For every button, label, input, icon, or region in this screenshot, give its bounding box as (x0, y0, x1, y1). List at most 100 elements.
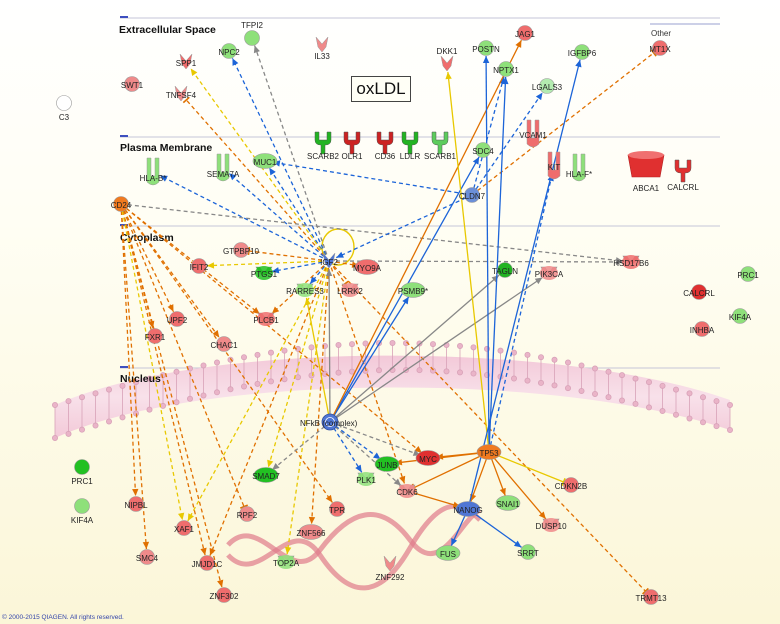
node-swt1[interactable]: SWT1 (121, 76, 144, 92)
node-igfbp6[interactable]: IGFBP6 (568, 44, 597, 60)
node-upf2[interactable]: UPF2 (167, 311, 188, 327)
node-shape (147, 328, 163, 344)
node-lgals3[interactable]: LGALS3 (532, 78, 563, 94)
node-sdc4[interactable]: SDC4 (472, 142, 494, 158)
edge-igf2-to-top2a (284, 267, 329, 555)
node-gtpbp10[interactable]: GTPBP10 (223, 242, 260, 258)
node-shape (376, 131, 394, 155)
node-sema7a[interactable]: SEMA7A (207, 153, 240, 182)
node-inhba[interactable]: INHBA (690, 321, 715, 337)
node-top2a[interactable]: TOP2A (273, 555, 300, 569)
node-calcrl-c[interactable]: CALCRL (683, 284, 715, 300)
arrowhead (308, 516, 316, 525)
node-postn[interactable]: POSTN (472, 40, 500, 56)
node-shape (298, 524, 324, 540)
node-nfkb[interactable]: NFkB (complex) (300, 413, 358, 431)
node-chac1[interactable]: CHAC1 (210, 336, 238, 352)
edge-igf2-to-trmt13 (333, 265, 649, 595)
node-nipbl[interactable]: NIPBL (124, 496, 148, 512)
node-fus[interactable]: FUS (435, 545, 461, 561)
node-prc1-c[interactable]: PRC1 (737, 266, 759, 282)
node-smad7[interactable]: SMAD7 (252, 467, 280, 483)
node-dkk1[interactable]: DKK1 (437, 47, 458, 72)
node-dusp10[interactable]: DUSP10 (535, 518, 567, 532)
node-shape-body (277, 555, 295, 569)
node-muc1[interactable]: MUC1 (252, 153, 278, 169)
node-srrt[interactable]: SRRT (517, 544, 539, 560)
node-znf292[interactable]: ZNF292 (376, 555, 405, 582)
node-tagln[interactable]: TAGLN (492, 262, 518, 278)
node-znf302[interactable]: ZNF302 (210, 587, 239, 603)
node-psmb9-star[interactable]: PSMB9* (398, 282, 428, 298)
node-shape (415, 450, 441, 466)
node-nanog[interactable]: NANOG (453, 501, 483, 517)
node-jag1[interactable]: JAG1 (515, 25, 536, 41)
node-ptgs1[interactable]: PTGS1 (251, 266, 278, 280)
node-lrrk2[interactable]: LRRK2 (337, 283, 363, 297)
node-hla-f-star[interactable]: HLA-F* (566, 153, 592, 182)
node-calcrl-m[interactable]: CALCRL (667, 159, 699, 192)
node-kit[interactable]: KIT (547, 151, 561, 180)
node-label: NANOG (453, 506, 482, 515)
node-tfpi2[interactable]: TFPI2 (241, 21, 263, 46)
node-npc2[interactable]: NPC2 (218, 43, 240, 59)
node-pik3ca[interactable]: PIK3CA (535, 266, 564, 280)
node-znf566[interactable]: ZNF566 (297, 524, 326, 540)
node-prc1-n[interactable]: PRC1 (71, 459, 93, 487)
node-scarb2[interactable]: SCARB2 (307, 131, 340, 161)
node-shape (495, 495, 521, 511)
node-spp1[interactable]: SPP1 (176, 53, 197, 70)
node-olr1[interactable]: OLR1 (342, 131, 363, 161)
node-cd24[interactable]: CD24 (111, 196, 132, 212)
edge-nfkb-to-junb (335, 425, 381, 460)
node-shape (354, 259, 380, 275)
node-tp53[interactable]: TP53 (476, 444, 502, 460)
node-igf2[interactable]: IGF2 (320, 252, 338, 269)
node-il33[interactable]: IL33 (314, 36, 330, 61)
node-shape (517, 25, 533, 41)
node-tnfsf4[interactable]: TNFSF4 (166, 85, 197, 102)
node-cdk6[interactable]: CDK6 (396, 484, 418, 498)
node-kif4a-c[interactable]: KIF4A (729, 308, 752, 324)
node-nptx1[interactable]: NPTX1 (493, 61, 519, 77)
node-mt1x[interactable]: MT1X (649, 40, 671, 56)
node-abca1[interactable]: ABCA1 (627, 151, 665, 193)
edge-igf2-to-rarres3 (309, 265, 326, 285)
node-myo9a[interactable]: MYO9A (353, 259, 382, 275)
node-cldn7[interactable]: CLDN7 (459, 187, 486, 203)
node-shape (691, 284, 707, 300)
node-smc4[interactable]: SMC4 (136, 549, 159, 565)
node-myc[interactable]: MYC (415, 450, 441, 466)
edge-cldn7-to-muc1 (272, 160, 466, 195)
node-plk1[interactable]: PLK1 (356, 472, 376, 486)
node-c3[interactable]: C3 (56, 95, 72, 123)
node-vcam1[interactable]: VCAM1 (519, 119, 547, 148)
node-junb[interactable]: JUNB (374, 456, 400, 472)
edge-nfkb-to-psmb9-star (333, 296, 410, 417)
node-cdkn2b[interactable]: CDKN2B (555, 477, 587, 493)
node-xaf1[interactable]: XAF1 (174, 520, 195, 536)
node-jmjd1c[interactable]: JMJD1C (192, 555, 223, 571)
node-rpf2[interactable]: RPF2 (237, 506, 258, 522)
node-hla-b-star[interactable]: HLA-B* (140, 157, 167, 186)
arrowhead (355, 464, 362, 473)
node-shape (216, 336, 232, 352)
pathway-title: oxLDL (351, 76, 411, 102)
node-snai1[interactable]: SNAI1 (495, 495, 521, 511)
node-kif4a-n[interactable]: KIF4A (71, 498, 94, 526)
node-tpr[interactable]: TPR (329, 501, 345, 517)
node-hsd17b6[interactable]: HSD17B6 (613, 255, 649, 269)
node-trmt13[interactable]: TRMT13 (635, 589, 667, 605)
node-plcb1[interactable]: PLCB1 (253, 312, 279, 326)
edge-tp53-to-nptx1 (488, 76, 509, 446)
arrowhead (284, 546, 292, 555)
node-rarres3[interactable]: RARRES3 (286, 283, 324, 297)
node-scarb1[interactable]: SCARB1 (424, 131, 457, 161)
node-ldlr[interactable]: LDLR (400, 131, 421, 161)
node-ifit2[interactable]: IFIT2 (190, 258, 209, 274)
node-label: HLA-B* (140, 174, 167, 183)
node-shape (179, 53, 193, 70)
node-cd36[interactable]: CD36 (375, 131, 396, 161)
node-fxr1[interactable]: FXR1 (145, 328, 166, 344)
